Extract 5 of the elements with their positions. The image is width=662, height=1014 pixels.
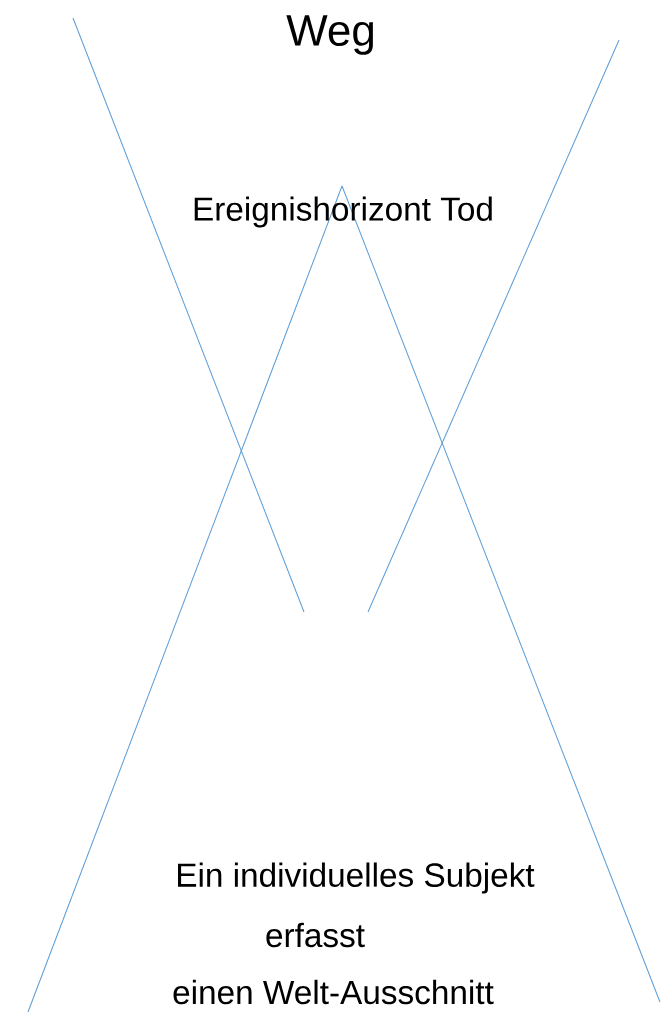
text-label: Ein individuelles Subjekt (178, 862, 535, 894)
text-label: erfasst (266, 922, 365, 948)
text-label: einen Welt-Ausschnitt (173, 979, 494, 1005)
title: Weg (286, 15, 373, 55)
text-label: Ereignishorizont Tod (194, 196, 492, 228)
